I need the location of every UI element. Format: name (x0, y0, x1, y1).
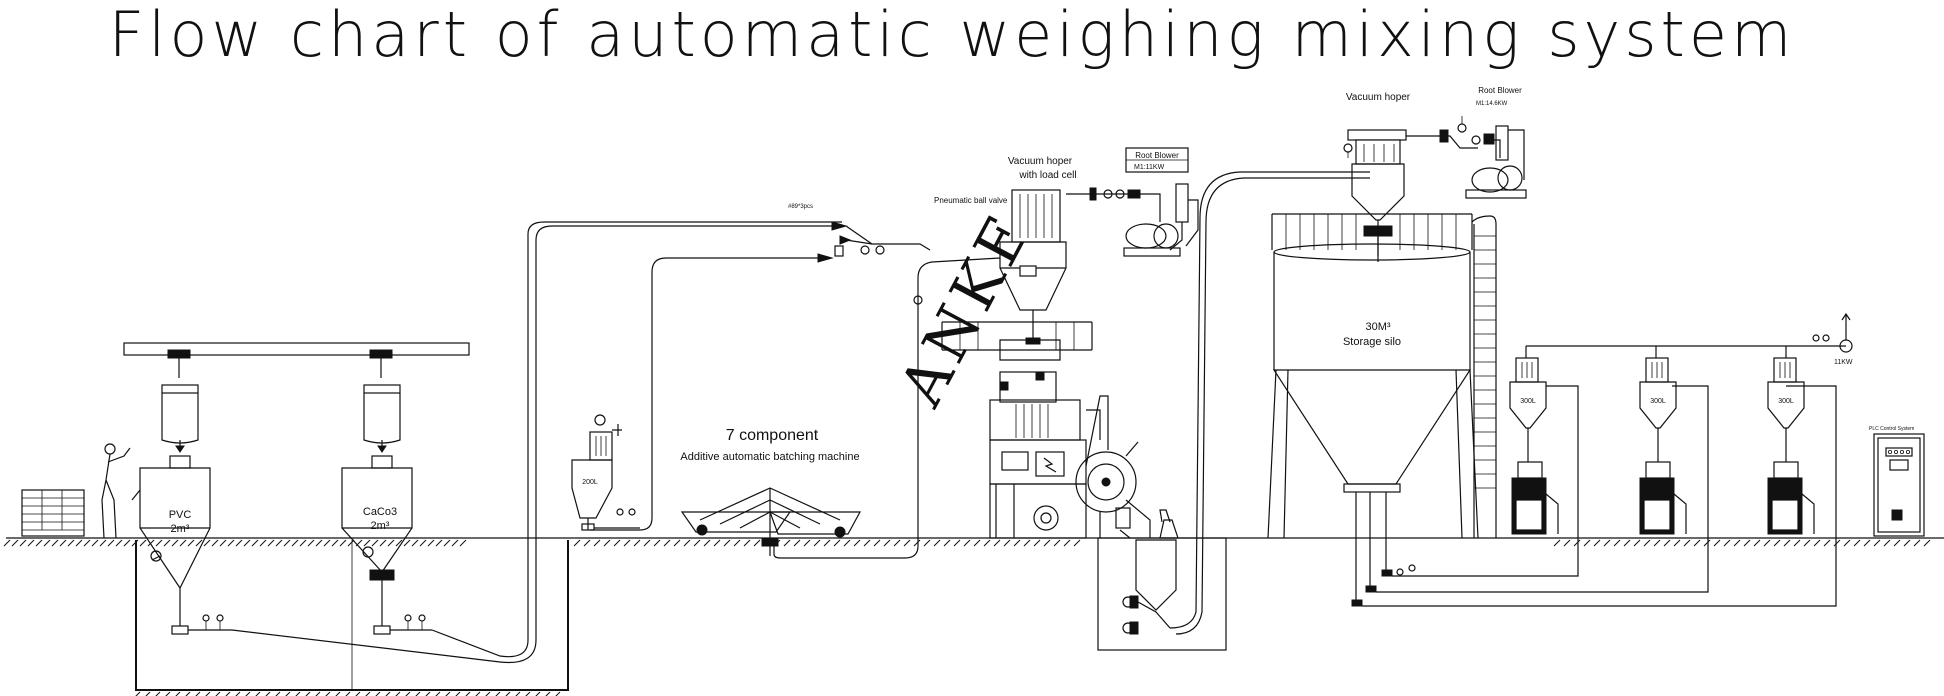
ball-valve-label: Pneumatic ball valve (934, 196, 1008, 205)
silo-ladder (1471, 215, 1497, 538)
vacuum-hopper-load-cell (999, 189, 1067, 345)
vac-hopper-cell-label-2: with load cell (1018, 170, 1076, 181)
batching-subtitle: Additive automatic batching machine (680, 451, 859, 463)
caco3-hopper (341, 455, 413, 626)
fan-power-label: 11KW (1834, 359, 1853, 366)
overhead-crane (123, 342, 470, 378)
mixer-to-silo-pipe (1097, 171, 1370, 651)
plc-label: PLC Control System (1869, 426, 1914, 432)
vac-hopper-cell-label-1: Vacuum hoper (1008, 156, 1073, 167)
pipe-note: #89*3pcs (788, 204, 813, 210)
root-blower-2-label: Root Blower (1478, 86, 1522, 95)
vac-hopper-2-label: Vacuum hoper (1346, 92, 1411, 103)
pvc-hopper (131, 455, 211, 626)
diagram-title: Flow chart of automatic weighing mixing … (109, 0, 1796, 71)
receiver-a-label: 300L (1520, 398, 1536, 405)
small-hopper-200l (571, 414, 640, 531)
caco3-volume: 2m³ (371, 520, 390, 532)
silo-name-label: Storage silo (1343, 336, 1401, 348)
ground-line (3, 537, 1944, 547)
root-blower-2 (1406, 116, 1527, 199)
receiver-unit-b (1639, 357, 1687, 535)
batching-machine (680, 257, 1001, 559)
root-blower-1-label: Root Blower (1135, 151, 1179, 160)
vacuum-hopper-2 (1343, 129, 1407, 256)
receiver-vacuum-line (1525, 312, 1853, 358)
pvc-volume: 2m³ (171, 523, 190, 535)
receiver-b-label: 300L (1650, 398, 1666, 405)
batching-title: 7 component (726, 427, 819, 444)
underground-valves (171, 614, 432, 635)
receiver-unit-a (1509, 357, 1559, 535)
bulk-bag-caco3 (363, 384, 401, 453)
root-blower-1 (1066, 183, 1199, 257)
pvc-label: PVC (169, 509, 192, 521)
small-hopper-label: 200L (582, 479, 598, 486)
root-blower-1-power: M1:11KW (1134, 164, 1165, 171)
silo-volume-label: 30M³ (1365, 321, 1390, 333)
silo-discharge-lines (1351, 385, 1837, 607)
receiver-unit-c (1767, 357, 1815, 535)
receiver-c-label: 300L (1778, 398, 1794, 405)
root-blower-2-power: M1:14.6KW (1476, 101, 1508, 107)
bulk-bag-pvc (161, 384, 199, 453)
plc-cabinet (1873, 433, 1925, 537)
pallet-stack (21, 489, 85, 537)
conveying-pipes (231, 221, 931, 664)
hot-cold-mixer (941, 321, 1151, 539)
underground-pit (135, 540, 569, 696)
caco3-label: CaCo3 (363, 506, 397, 518)
operator-figure (101, 443, 131, 539)
storage-silo (1267, 213, 1479, 539)
